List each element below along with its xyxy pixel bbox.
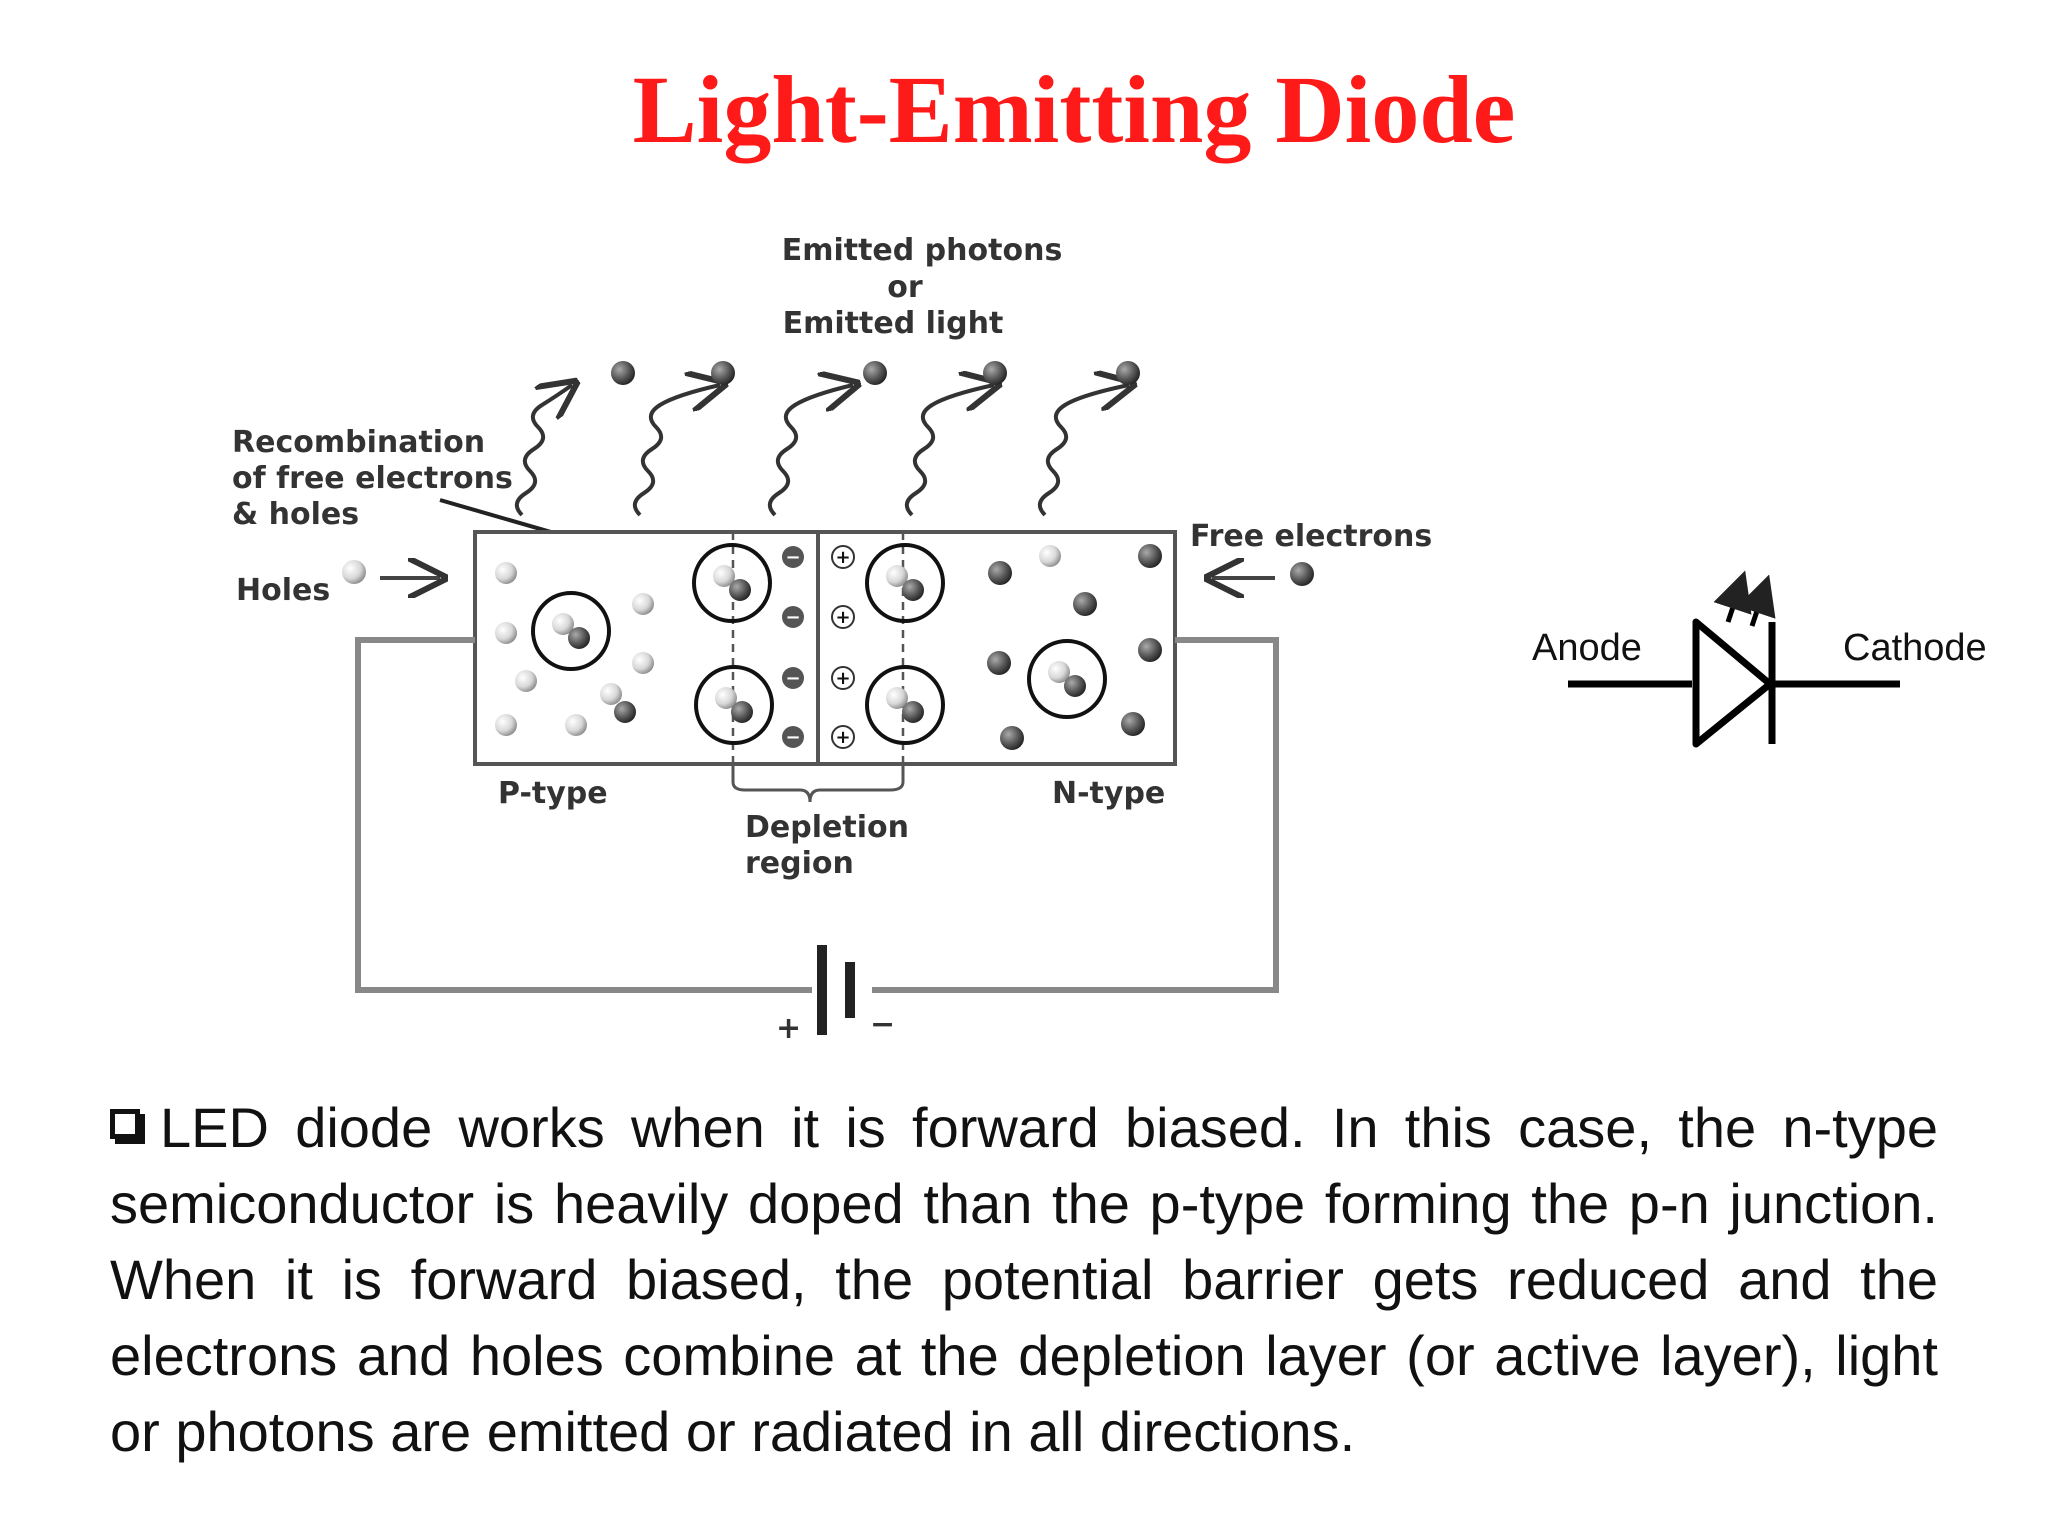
battery-plus-label: + — [776, 1011, 801, 1046]
negative-ion: − — [782, 726, 804, 748]
svg-text:Emitted light: Emitted light — [783, 306, 1004, 341]
photon-wave-4 — [904, 385, 994, 517]
electron-particle — [1290, 562, 1314, 586]
recombination-pair — [1027, 639, 1107, 719]
hole — [600, 683, 622, 705]
light-arrow-icon — [1713, 570, 1752, 623]
photon-waves — [514, 385, 1129, 517]
p-region-holes — [495, 562, 654, 736]
hole — [1039, 545, 1061, 567]
slide-title: Light-Emitting Diode — [632, 56, 1516, 163]
recombination-pair — [531, 591, 611, 671]
negative-ion: − — [782, 606, 804, 628]
svg-text:+: + — [835, 727, 850, 748]
photon-dots — [611, 361, 1140, 385]
holes-label: Holes — [236, 573, 330, 608]
description-text: LED diode works when it is forward biase… — [110, 1096, 1938, 1463]
negative-ions: − − − − — [782, 546, 804, 748]
svg-text:−: − — [785, 547, 800, 568]
hole — [632, 593, 654, 615]
svg-text:Depletion: Depletion — [745, 810, 909, 845]
recombination-pair — [692, 543, 772, 623]
svg-text:+: + — [835, 547, 850, 568]
svg-text:+: + — [835, 668, 850, 689]
cathode-label: Cathode — [1843, 627, 1987, 669]
svg-text:of free electrons: of free electrons — [232, 461, 513, 496]
negative-ion: − — [782, 546, 804, 568]
anode-label: Anode — [1532, 627, 1642, 669]
hole-particle — [342, 560, 366, 584]
depletion-bracket — [731, 764, 905, 803]
svg-text:region: region — [745, 846, 854, 881]
led-symbol: Anode Cathode — [1532, 570, 1987, 748]
hole — [495, 714, 517, 736]
recombination-pair — [865, 665, 945, 745]
hole — [515, 670, 537, 692]
photon-dot — [1116, 361, 1140, 385]
svg-text:−: − — [785, 668, 800, 689]
svg-text:−: − — [785, 607, 800, 628]
battery: + − — [776, 945, 895, 1046]
description-paragraph: LED diode works when it is forward biase… — [110, 1090, 1938, 1470]
photon-dot — [863, 361, 887, 385]
svg-text:Emitted photons: Emitted photons — [782, 233, 1063, 268]
positive-ion: + — [831, 666, 855, 690]
photon-dot — [983, 361, 1007, 385]
battery-minus-label: − — [870, 1007, 895, 1042]
electron — [987, 651, 1011, 675]
recombination-pairs — [531, 543, 1107, 745]
hole — [632, 652, 654, 674]
positive-ion: + — [831, 605, 855, 629]
electron — [1121, 712, 1145, 736]
electron — [988, 561, 1012, 585]
hole — [495, 562, 517, 584]
electron — [1138, 638, 1162, 662]
electron — [1138, 544, 1162, 568]
hole — [565, 714, 587, 736]
electron — [1000, 726, 1024, 750]
p-type-label: P-type — [498, 776, 608, 811]
photon-dot — [711, 361, 735, 385]
svg-text:& holes: & holes — [232, 497, 359, 532]
pn-block — [473, 530, 1177, 766]
positive-ion: + — [831, 545, 855, 569]
bullet-checkbox-icon — [110, 1109, 140, 1139]
photon-wave-2 — [632, 385, 720, 517]
p-region-electrons — [614, 701, 636, 723]
circuit-wires — [355, 637, 1279, 993]
svg-text:or: or — [887, 270, 923, 305]
recombination-label: Recombination of free electrons & holes — [232, 425, 513, 532]
wire-left — [355, 637, 812, 993]
photon-wave-1 — [514, 385, 572, 517]
negative-ion: − — [782, 667, 804, 689]
light-arrow-icon — [1737, 574, 1776, 627]
hole — [495, 622, 517, 644]
n-region-electrons — [987, 544, 1162, 750]
electron — [1073, 592, 1097, 616]
electron — [614, 701, 636, 723]
emitted-photons-label: Emitted photons or Emitted light — [782, 233, 1063, 341]
svg-text:−: − — [785, 727, 800, 748]
svg-text:Recombination: Recombination — [232, 425, 485, 460]
photon-dot — [611, 361, 635, 385]
depletion-region-label: Depletion region — [745, 810, 909, 881]
svg-text:+: + — [835, 607, 850, 628]
recombination-pair — [865, 543, 945, 623]
diode-triangle — [1692, 618, 1774, 748]
positive-ions: + + + + — [831, 545, 855, 749]
free-electrons-label: Free electrons — [1190, 519, 1432, 554]
photon-wave-3 — [767, 385, 853, 517]
wire-right — [872, 637, 1279, 993]
n-region-holes — [1039, 545, 1061, 567]
photon-wave-5 — [1037, 385, 1129, 517]
semiconductor-block — [473, 530, 1177, 766]
recombination-pair — [694, 665, 774, 745]
n-type-label: N-type — [1052, 776, 1165, 811]
positive-ion: + — [831, 725, 855, 749]
